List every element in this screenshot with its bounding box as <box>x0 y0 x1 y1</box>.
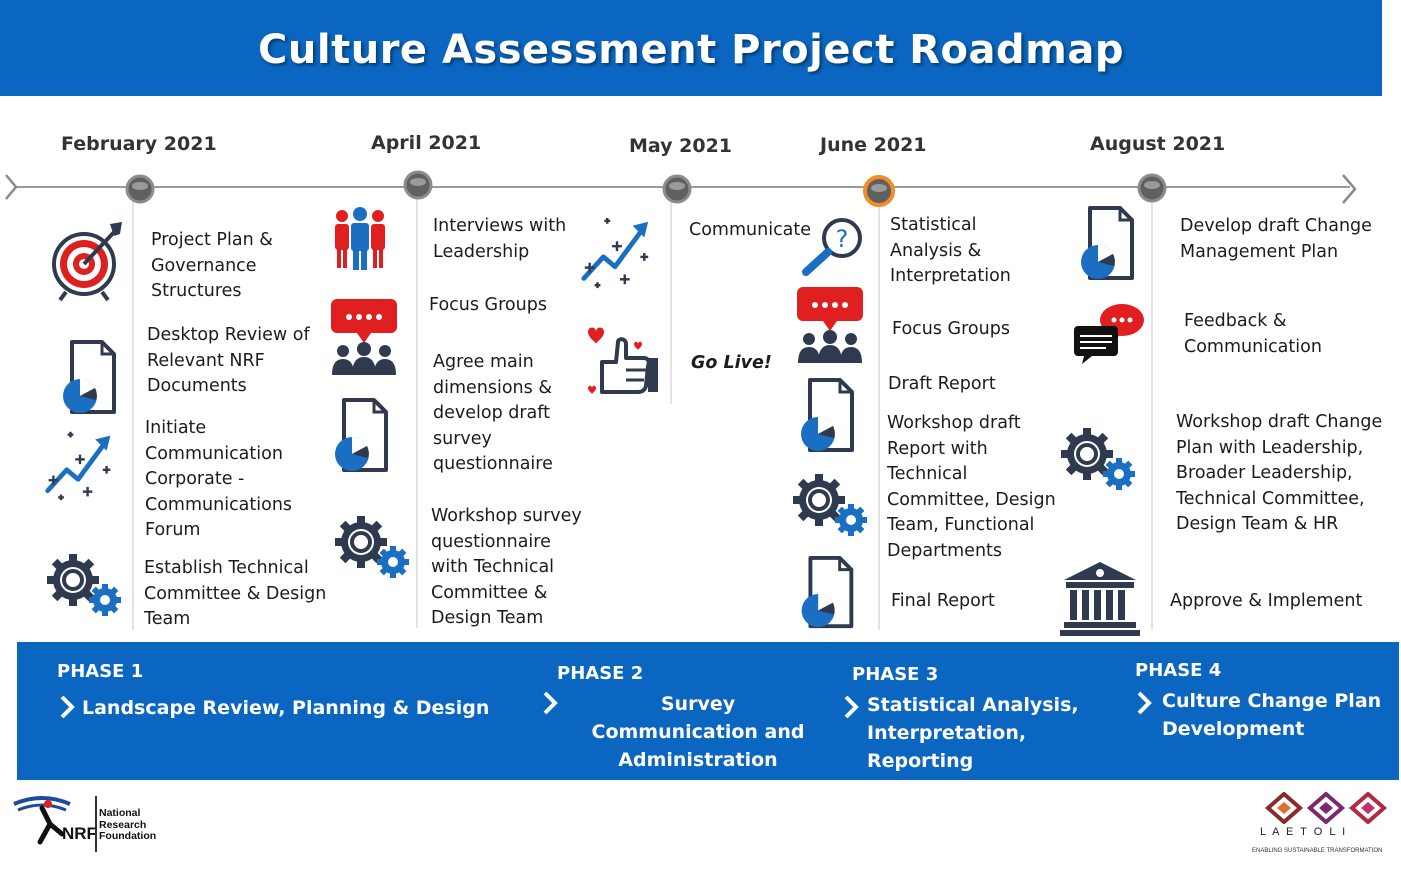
timeline-dot-icon <box>125 174 155 204</box>
focus-group-icon <box>795 284 865 366</box>
nrf-logo-text: National Research Foundation <box>99 807 157 842</box>
timeline-end-chevron-icon <box>1342 174 1357 204</box>
column-divider <box>1151 198 1153 630</box>
chevron-right-icon <box>844 695 859 719</box>
chevron-right-icon <box>60 695 75 719</box>
timeline-start-chevron-icon <box>5 174 18 200</box>
task-desktop-review: Desktop Review of Relevant NRF Documents <box>147 325 310 396</box>
phases-panel <box>17 642 1399 780</box>
chat-bubbles-icon <box>1074 304 1144 364</box>
laetoli-tagline: ENABLING SUSTAINABLE TRANSFORMATION <box>1252 848 1383 854</box>
phase-2-label: PHASE 2 <box>557 663 644 684</box>
task-approve-implement: Approve & Implement <box>1170 591 1363 611</box>
phase-2-name: Survey Communication and Administration <box>591 693 805 771</box>
document-chart-icon <box>1074 204 1138 284</box>
column-divider <box>416 196 418 628</box>
gears-icon <box>1058 426 1140 496</box>
gears-icon <box>332 514 414 584</box>
column-divider <box>670 198 672 404</box>
task-workshop-draft-report: Workshop draft Report with Technical Com… <box>887 413 1056 561</box>
svg-text:?: ? <box>836 225 849 253</box>
task-workshop-survey: Workshop survey questionnaire with Techn… <box>431 506 582 628</box>
nrf-figure-icon <box>13 796 71 845</box>
timeline-axis <box>5 174 1357 204</box>
trend-up-icon <box>578 210 656 296</box>
document-chart-icon <box>794 554 858 632</box>
month-label-aug: August 2021 <box>1090 133 1226 155</box>
task-final-report: Final Report <box>891 591 995 611</box>
magnifier-question-icon: ? <box>802 218 862 276</box>
task-develop-change-plan: Develop draft Change Management Plan <box>1180 216 1372 262</box>
gears-icon <box>44 552 126 622</box>
column-divider <box>878 200 880 630</box>
phase-4-label: PHASE 4 <box>1135 660 1222 681</box>
task-initiate-communication: Initiate Communication Corporate - Commu… <box>145 418 293 540</box>
institution-building-icon <box>1060 562 1140 636</box>
task-project-plan: Project Plan & Governance Structures <box>151 230 273 301</box>
task-workshop-change-plan: Workshop draft Change Plan with Leadersh… <box>1176 412 1383 534</box>
laetoli-logo: L A E T O L I ENABLING SUSTAINABLE TRANS… <box>1250 792 1400 858</box>
document-chart-icon <box>328 396 392 476</box>
thumbs-up-hearts-icon <box>588 327 658 394</box>
gears-icon <box>790 472 872 542</box>
task-go-live: Go Live! <box>691 353 772 373</box>
focus-group-icon <box>329 296 399 378</box>
title-banner <box>0 0 1382 96</box>
task-statistical-analysis: Statistical Analysis & Interpretation <box>890 215 1011 286</box>
laetoli-name: L A E T O L I <box>1260 826 1348 838</box>
month-label-feb: February 2021 <box>61 133 217 155</box>
task-draft-report: Draft Report <box>888 374 996 394</box>
timeline-dot-icon <box>403 170 433 200</box>
phase-1-label: PHASE 1 <box>57 661 144 682</box>
nrf-mark: NRF <box>62 824 97 843</box>
nrf-logo-divider <box>95 796 97 852</box>
nrf-logo: NRF National Research Foundation <box>12 794 162 854</box>
page-title: Culture Assessment Project Roadmap <box>258 27 1124 73</box>
task-agree-dimensions: Agree main dimensions & develop draft su… <box>433 352 553 474</box>
timeline-dot-icon <box>662 174 692 204</box>
target-icon <box>52 222 122 302</box>
task-focus-groups-jun: Focus Groups <box>892 319 1010 339</box>
team-people-icon <box>335 207 385 270</box>
month-label-may: May 2021 <box>629 135 733 157</box>
task-establish-committee: Establish Technical Committee & Design T… <box>144 558 327 629</box>
month-label-apr: April 2021 <box>371 132 482 154</box>
phase-3-name: Statistical Analysis, Interpretation, Re… <box>867 694 1079 772</box>
month-label-jun: June 2021 <box>820 134 927 156</box>
chevron-right-icon <box>1137 691 1152 715</box>
phase-1-name: Landscape Review, Planning & Design <box>82 697 490 719</box>
chevron-right-icon <box>543 691 558 715</box>
document-chart-icon <box>56 338 120 418</box>
document-chart-icon <box>794 376 858 456</box>
task-feedback-communication: Feedback & Communication <box>1184 311 1322 357</box>
phase-4-name: Culture Change Plan Development <box>1162 690 1382 740</box>
task-interviews: Interviews with Leadership <box>433 216 567 262</box>
trend-up-icon <box>42 428 118 504</box>
column-divider <box>132 200 134 630</box>
laetoli-diamonds-icon <box>1264 792 1388 824</box>
timeline-dot-icon <box>1137 173 1167 203</box>
task-communicate: Communicate <box>689 220 812 240</box>
task-focus-groups-apr: Focus Groups <box>429 295 547 315</box>
timeline-dot-active-icon <box>863 175 895 207</box>
phase-3-label: PHASE 3 <box>852 664 939 685</box>
